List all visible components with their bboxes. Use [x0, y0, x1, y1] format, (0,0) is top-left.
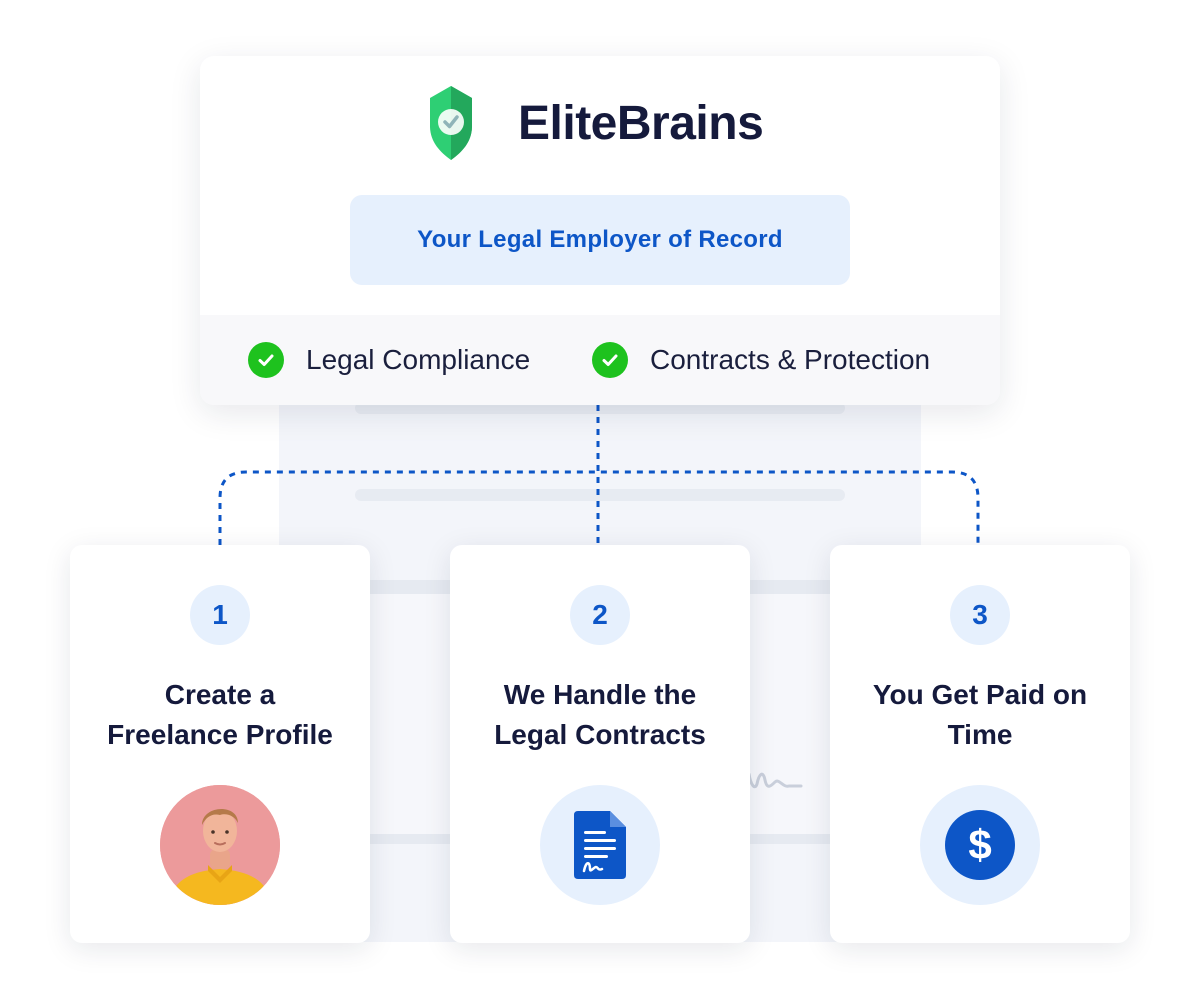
- step-title-line: You Get Paid on: [872, 679, 1088, 710]
- feature-contracts-protection: Contracts & Protection: [592, 315, 930, 405]
- dollar-icon: $: [945, 810, 1015, 880]
- step-card-2: 2 We Handle the Legal Contracts: [450, 545, 750, 943]
- step-title: We Handle the Legal Contracts: [460, 675, 740, 755]
- avatar: [160, 785, 280, 905]
- step-title-line: Legal Contracts: [494, 719, 706, 750]
- document-line: [355, 402, 845, 414]
- tagline-badge: Your Legal Employer of Record: [350, 195, 850, 285]
- document-signature-icon: [574, 811, 626, 879]
- step-number: 3: [950, 585, 1010, 645]
- step-title-line: Time: [947, 719, 1013, 750]
- feature-label: Legal Compliance: [306, 344, 531, 375]
- feature-label: Contracts & Protection: [650, 344, 931, 375]
- person-avatar-icon: [160, 785, 280, 905]
- shield-logo-icon: [430, 86, 472, 160]
- step-title-line: Freelance Profile: [107, 719, 333, 750]
- step-card-3: 3 You Get Paid on Time $: [830, 545, 1130, 943]
- step-card-1: 1 Create a Freelance Profile: [70, 545, 370, 943]
- feature-legal-compliance: Legal Compliance: [248, 315, 530, 405]
- employer-card: EliteBrains Your Legal Employer of Recor…: [200, 56, 1000, 405]
- brand: EliteBrains: [428, 82, 764, 164]
- step-number: 2: [570, 585, 630, 645]
- step-number: 1: [190, 585, 250, 645]
- payment-circle: $: [920, 785, 1040, 905]
- feature-bar: Legal Compliance Contracts & Protection: [200, 315, 1000, 405]
- document-circle: [540, 785, 660, 905]
- step-title: You Get Paid on Time: [840, 675, 1120, 755]
- check-circle-icon: [592, 342, 628, 378]
- check-circle-icon: [248, 342, 284, 378]
- document-line: [355, 489, 845, 501]
- svg-text:$: $: [968, 821, 991, 868]
- signature-scribble-icon: [747, 772, 803, 789]
- step-title: Create a Freelance Profile: [80, 675, 360, 755]
- brand-name: EliteBrains: [518, 96, 764, 150]
- step-title-line: We Handle the: [503, 679, 697, 710]
- step-title-line: Create a: [164, 679, 276, 710]
